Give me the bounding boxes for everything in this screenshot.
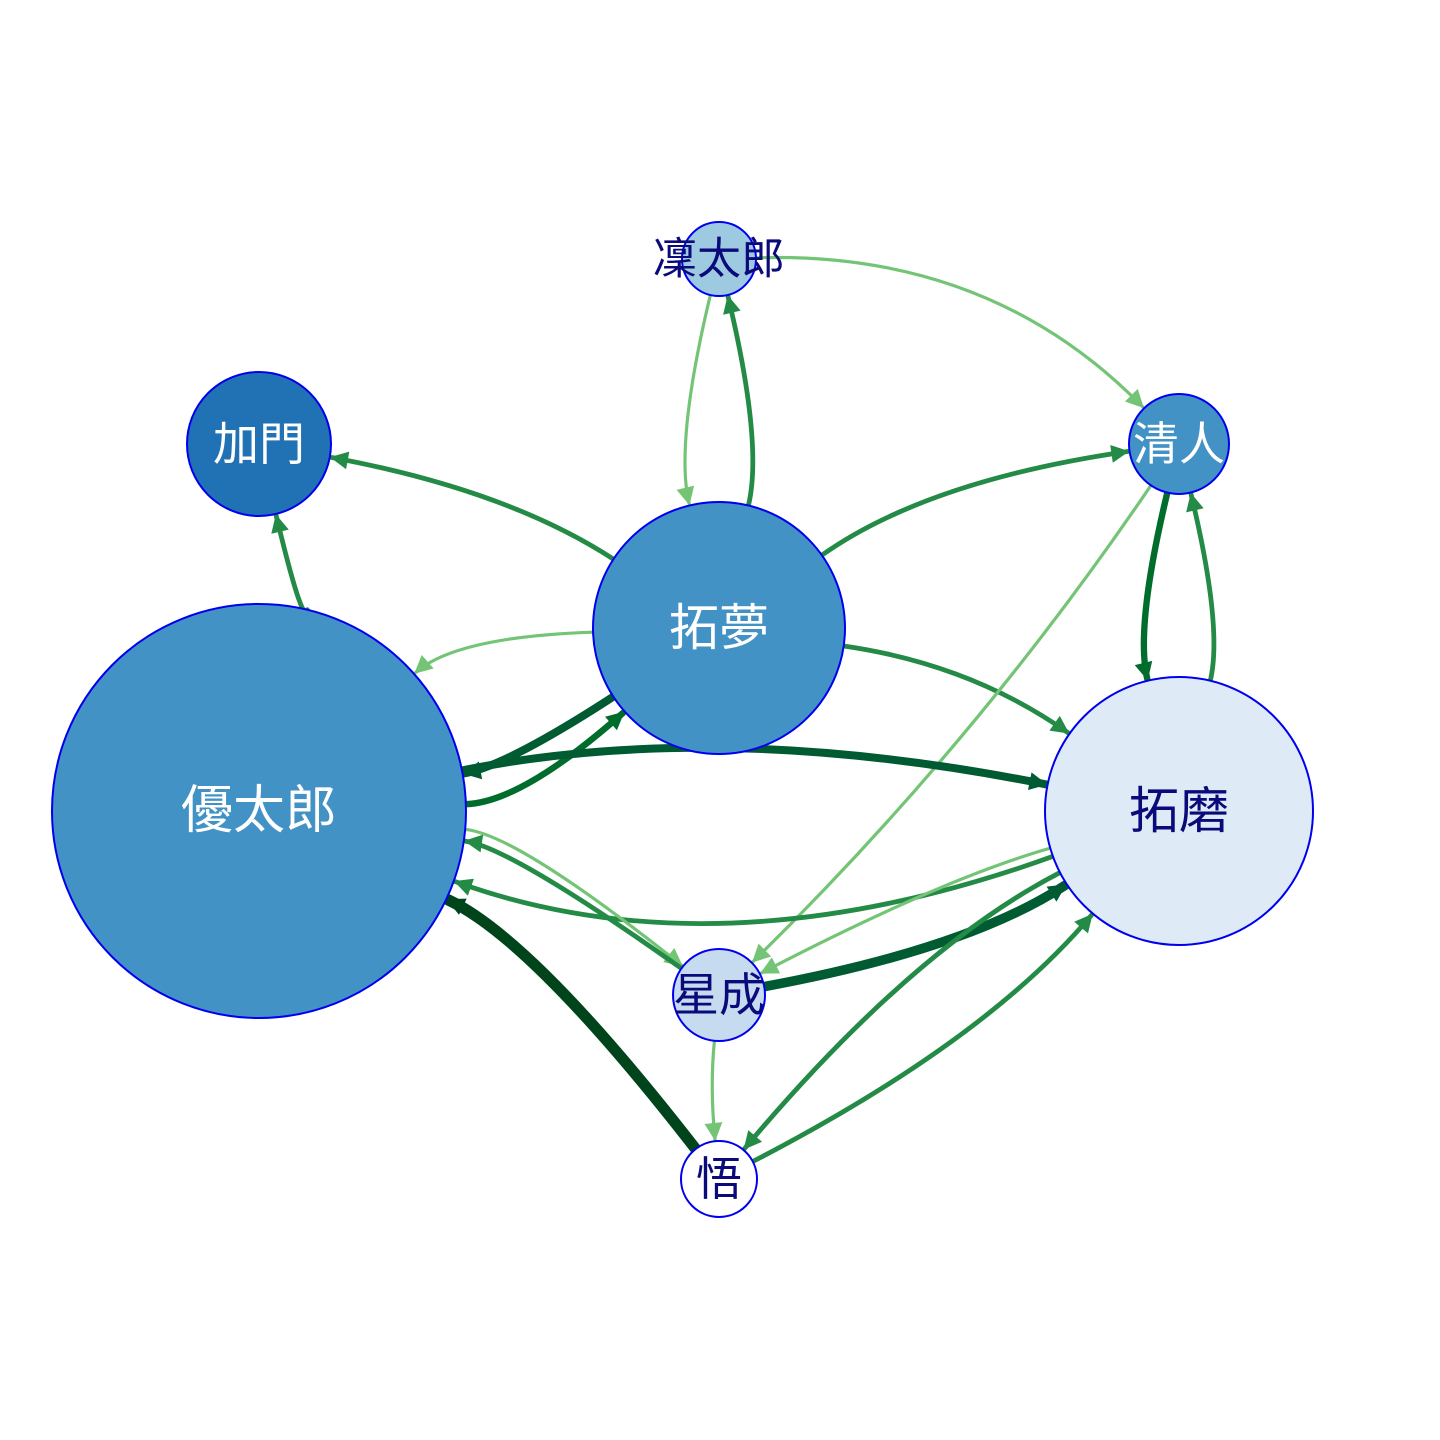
node-takumu: 拓夢 (592, 501, 846, 755)
node-label-hoshinari: 星成 (673, 968, 765, 1022)
node-circle-kiyoto (1128, 393, 1230, 495)
node-kiyoto: 清人 (1128, 393, 1230, 495)
node-takuma: 拓磨 (1044, 676, 1314, 946)
node-label-kiyoto: 清人 (1133, 417, 1225, 471)
node-circle-rintaro (681, 221, 757, 297)
node-label-satoru: 悟 (696, 1152, 742, 1206)
edge-takumu-to-kiyoto (819, 444, 1130, 558)
edge-kiyoto-to-takuma (1134, 489, 1171, 682)
edge-takuma-to-satoru (742, 870, 1063, 1151)
edge-takuma-to-hoshinari (759, 846, 1052, 975)
edge-takuma-to-kiyoto (1186, 492, 1217, 684)
edge-takumu-to-rintaro (723, 294, 756, 508)
node-rintaro: 凜太郎 (653, 221, 785, 297)
node-label-kamon: 加門 (213, 417, 305, 471)
edge-takumu-to-takuma (841, 643, 1071, 736)
node-kamon: 加門 (186, 371, 332, 517)
edge-takumu-to-youtaro (413, 630, 595, 675)
node-circle-youtaro (51, 603, 467, 1019)
node-label-youtaro: 優太郎 (181, 781, 337, 841)
node-hoshinari: 星成 (672, 948, 766, 1042)
node-youtaro: 優太郎 (51, 603, 467, 1019)
node-circle-satoru (680, 1140, 758, 1218)
edge-hoshinari-to-takuma (759, 880, 1070, 992)
edge-satoru-to-takuma (750, 912, 1094, 1164)
edge-satoru-to-youtaro (442, 894, 702, 1155)
edge-takuma-to-youtaro (453, 853, 1056, 926)
node-label-takumu: 拓夢 (669, 599, 769, 657)
edge-rintaro-to-kiyoto (754, 255, 1145, 409)
edge-kiyoto-to-hoshinari (751, 483, 1153, 963)
edge-takumu-to-kamon (329, 451, 616, 562)
node-label-rintaro: 凜太郎 (653, 234, 785, 285)
edge-youtaro-to-kamon (271, 513, 310, 615)
node-label-takuma: 拓磨 (1129, 782, 1229, 840)
node-circle-kamon (186, 371, 332, 517)
edge-hoshinari-to-satoru (704, 1039, 723, 1141)
node-circle-takumu (592, 501, 846, 755)
edge-rintaro-to-takumu (676, 293, 712, 506)
edge-youtaro-to-hoshinari (463, 827, 684, 967)
edge-youtaro-to-takumu (462, 709, 627, 808)
node-circle-takuma (1044, 676, 1314, 946)
node-circle-hoshinari (672, 948, 766, 1042)
edge-hoshinari-to-youtaro (463, 834, 684, 971)
node-satoru: 悟 (680, 1140, 758, 1218)
edge-youtaro-to-takuma (457, 743, 1050, 790)
